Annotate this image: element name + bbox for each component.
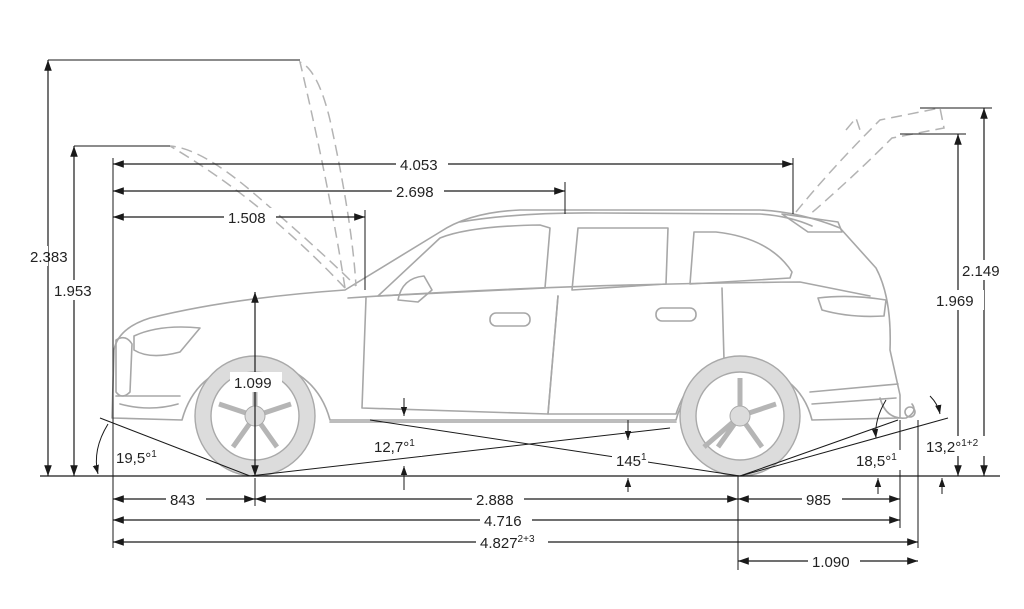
vehicle-side-view xyxy=(111,60,945,477)
tail-light xyxy=(817,295,887,318)
svg-text:12,7°1: 12,7°1 xyxy=(374,438,415,456)
svg-text:1451: 1451 xyxy=(616,452,647,470)
departure-angle-line xyxy=(739,419,899,477)
svg-text:13,2°1+2: 13,2°1+2 xyxy=(926,438,979,456)
label-tailgate-open-height: 2.149 xyxy=(962,263,1000,280)
label-ground-clearance-note: 1 xyxy=(641,452,647,463)
label-departure-angle-hitch: 13,2° xyxy=(926,439,961,456)
label-rear-axle-to-hitch: 1.090 xyxy=(812,554,850,571)
rear-wheel xyxy=(679,355,801,477)
label-ramp-angle-note: 1 xyxy=(409,438,415,449)
ramp-angle-line-front xyxy=(249,427,671,477)
svg-text:18,5°1: 18,5°1 xyxy=(856,452,897,470)
belt-line xyxy=(347,281,871,299)
label-wheelbase: 2.888 xyxy=(476,492,514,509)
rear-bumper xyxy=(809,383,899,405)
front-grille xyxy=(115,336,133,397)
label-departure-angle-note: 1 xyxy=(891,452,897,463)
label-front-overhang: 843 xyxy=(170,492,195,509)
departure-angle-hitch-line xyxy=(739,417,949,477)
label-approach-angle: 19,5° xyxy=(116,450,151,467)
label-ramp-angle: 12,7° xyxy=(374,439,409,456)
label-rear-overhang: 985 xyxy=(806,492,831,509)
label-height-rear: 1.969 xyxy=(936,293,974,310)
label-ground-to-hood: 1.099 xyxy=(234,375,272,392)
tow-ball xyxy=(904,406,916,418)
rear-door-handle xyxy=(655,307,697,322)
front-bumper xyxy=(115,395,181,409)
label-height-hood-open: 2.383 xyxy=(30,249,68,266)
side-mirror xyxy=(397,275,433,303)
open-tailgate-outline xyxy=(795,107,945,217)
dimension-labels: 2.383 1.953 4.053 2.698 1.508 1.099 2.14… xyxy=(22,155,1010,572)
label-length-with-hitch-note: 2+3 xyxy=(518,534,535,545)
label-departure-angle-hitch-note: 1+2 xyxy=(961,438,978,449)
rear-spoiler xyxy=(781,213,843,233)
approach-angle-arc xyxy=(92,423,109,475)
front-window xyxy=(377,224,551,297)
headlight xyxy=(133,326,201,357)
departure-angle-hitch-arc xyxy=(929,395,942,415)
dimension-lines xyxy=(44,60,988,565)
label-length-with-hitch: 4.827 xyxy=(480,535,518,552)
open-hood-outline xyxy=(169,60,357,289)
label-ground-clearance: 145 xyxy=(616,453,641,470)
label-departure-angle: 18,5° xyxy=(856,453,891,470)
roof-rail xyxy=(459,212,813,227)
ramp-angle-line-rear xyxy=(369,419,741,477)
label-length: 4.716 xyxy=(484,513,522,530)
svg-text:4.8272+3: 4.8272+3 xyxy=(480,534,535,552)
angle-lines xyxy=(92,395,949,494)
label-front-to-hood-hinge: 1.508 xyxy=(228,210,266,227)
label-front-to-tailgate: 4.053 xyxy=(400,157,438,174)
label-approach-angle-note: 1 xyxy=(151,449,157,460)
label-height: 1.953 xyxy=(54,283,92,300)
rear-door-window xyxy=(571,227,669,291)
label-front-to-b-pillar: 2.698 xyxy=(396,184,434,201)
departure-angle-arc xyxy=(871,399,887,439)
svg-text:19,5°1: 19,5°1 xyxy=(116,449,157,467)
front-door xyxy=(361,295,559,415)
quarter-window xyxy=(689,231,793,285)
approach-angle-line xyxy=(99,417,251,477)
front-door-handle xyxy=(489,312,531,327)
